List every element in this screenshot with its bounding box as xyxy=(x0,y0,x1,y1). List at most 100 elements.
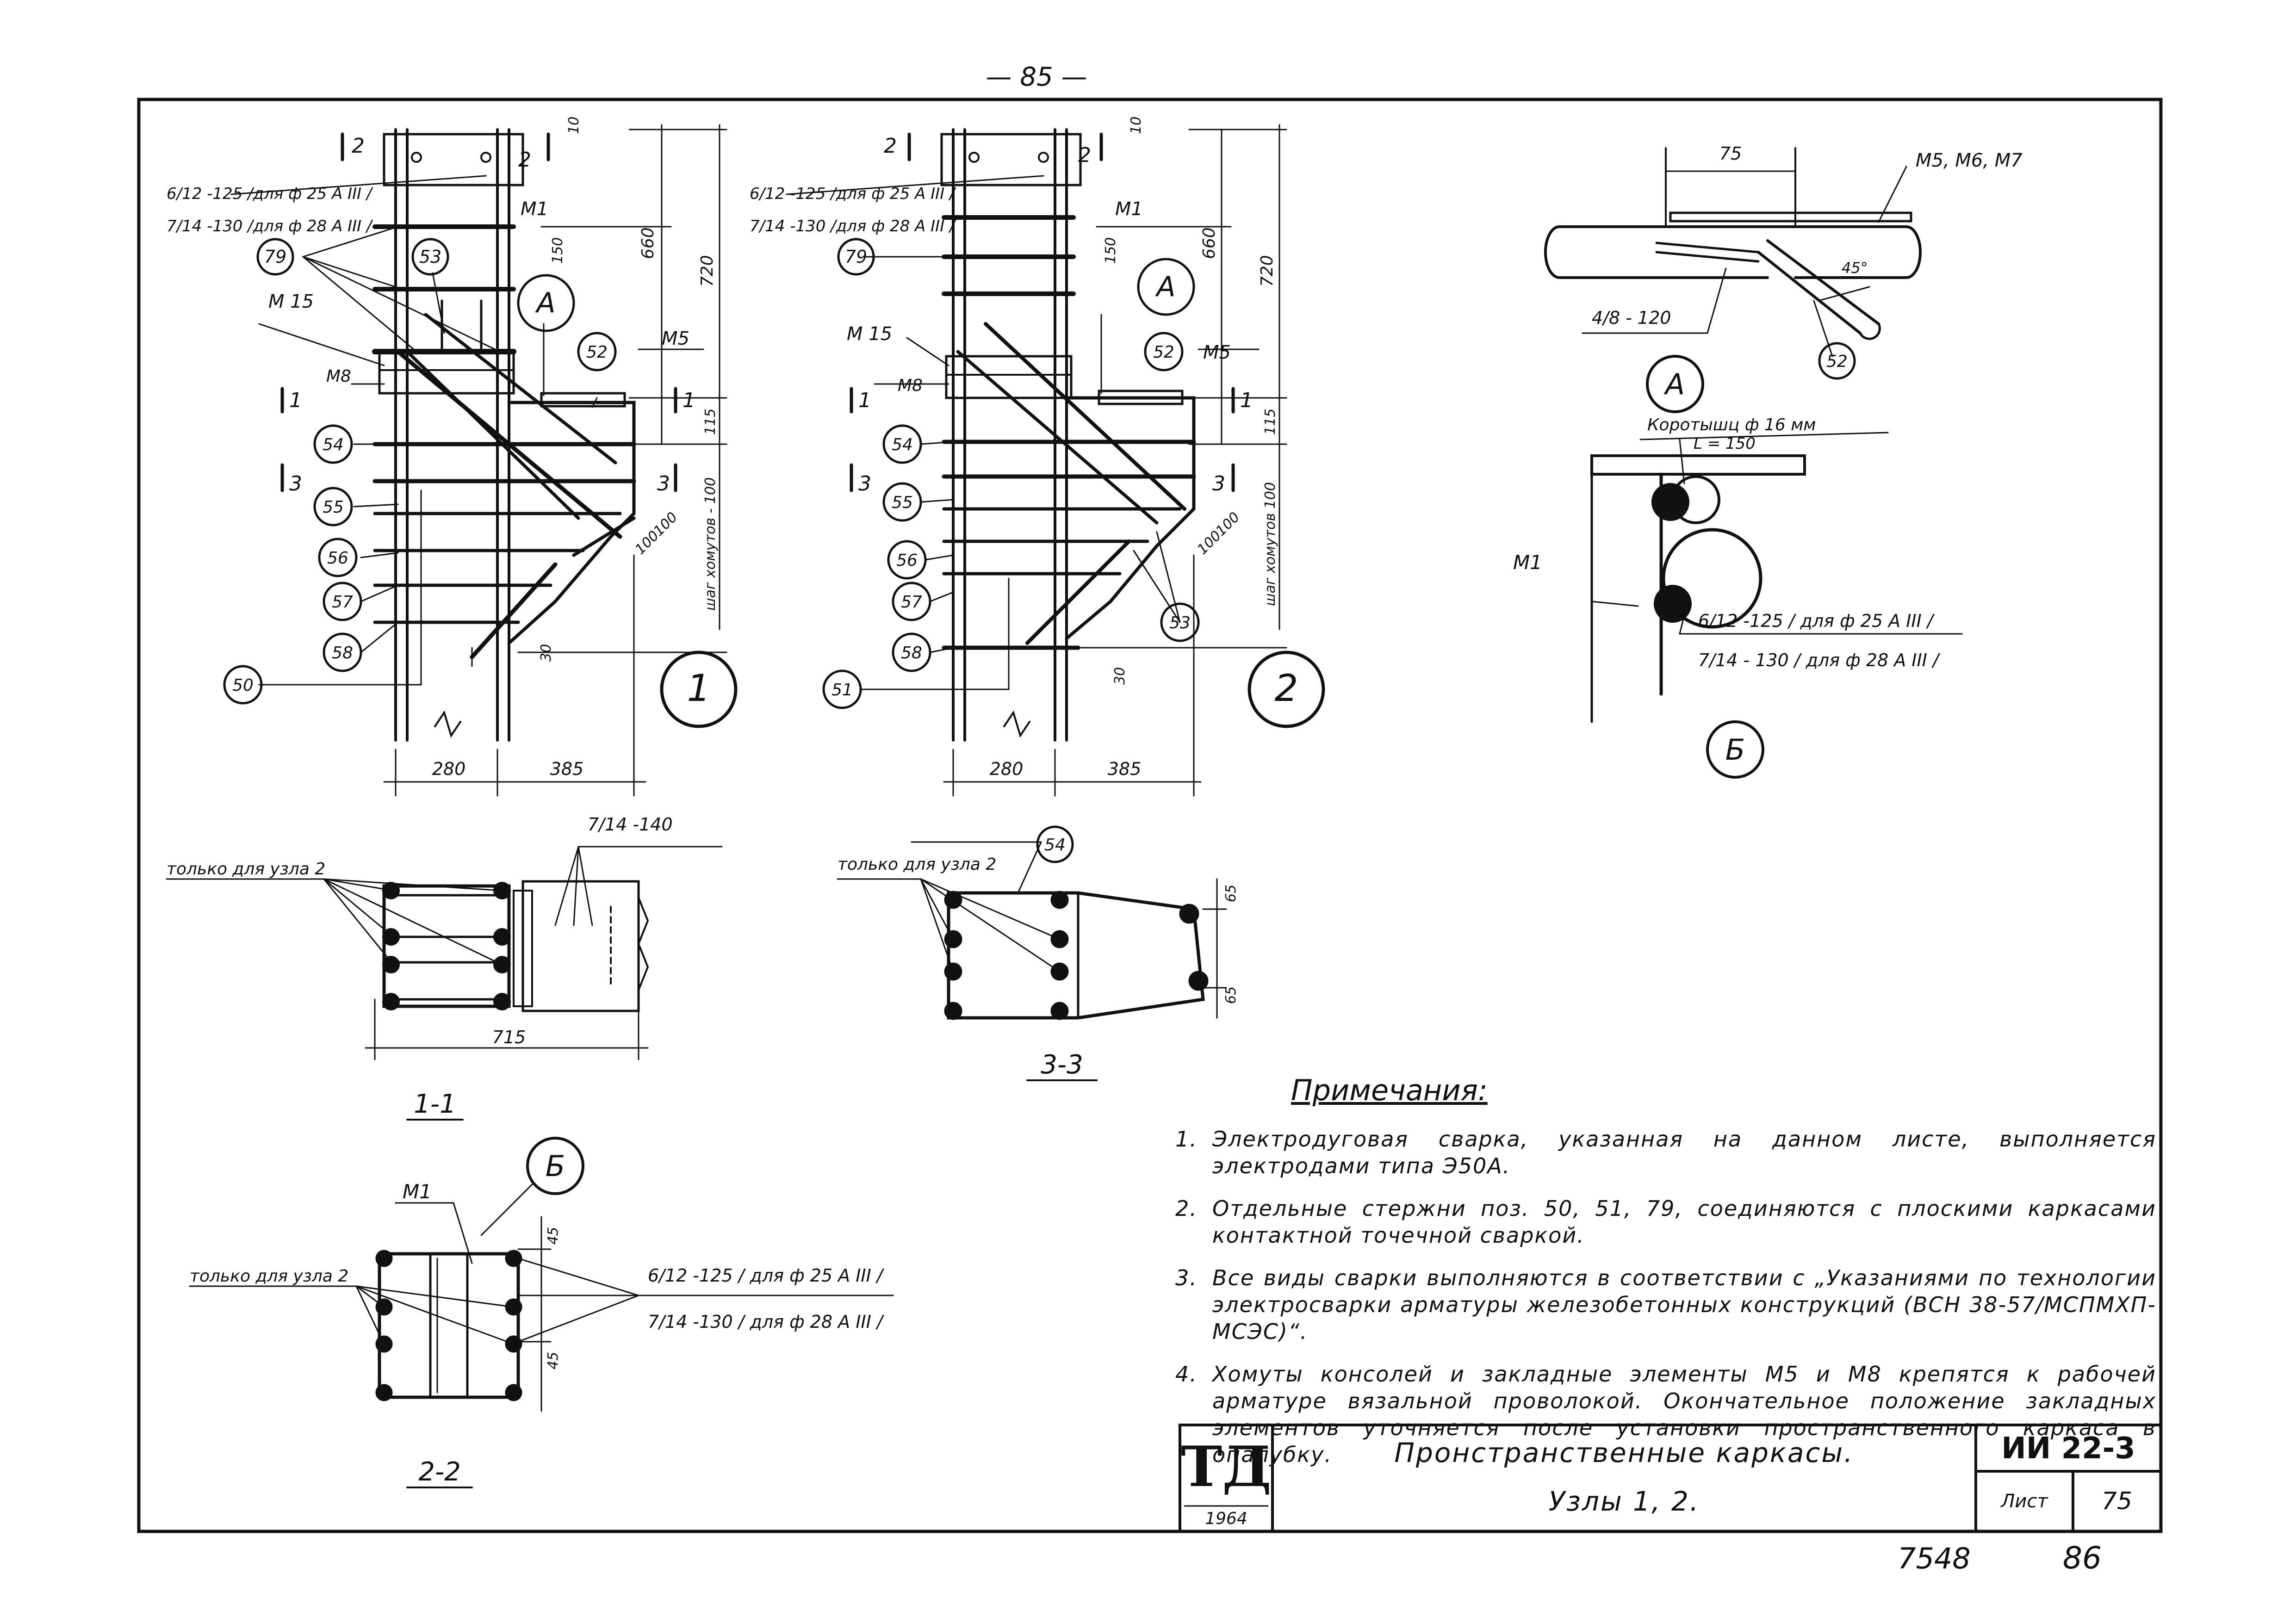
node-2-dim-30: 30 xyxy=(1112,667,1128,685)
node-2-detail-a-mark: A xyxy=(1154,271,1175,303)
node-2-bracket-bottom: 7/14 -130 /для ф 28 А III / xyxy=(750,217,956,235)
node-1-width-385: 385 xyxy=(550,759,584,779)
node-2-pos-51: 51 xyxy=(832,681,853,700)
detail-a-callouts xyxy=(1818,342,1856,380)
node-2-dim-115: 115 xyxy=(1262,409,1278,435)
detail-b-bar-length: L = 150 xyxy=(1694,434,1756,453)
node-1-drawing xyxy=(230,124,727,797)
page-bottom-left-number: 7548 xyxy=(1898,1542,1971,1575)
section-3-3-note: только для узла 2 xyxy=(838,855,996,874)
node-1-bracket-bottom: 7/14 -130 /для ф 28 А III / xyxy=(167,217,373,235)
detail-a-angle: 45° xyxy=(1842,259,1868,277)
title-block-year: 1964 xyxy=(1205,1509,1247,1528)
node-2-width-385: 385 xyxy=(1108,759,1142,779)
detail-b-callouts xyxy=(1646,355,1764,779)
node-2-m15-label: M 15 xyxy=(847,323,892,345)
section-mark-1-right: 1 xyxy=(683,389,695,412)
node-2-section-mark-3-right: 3 xyxy=(1212,472,1225,496)
detail-b-weld-top: 6/12 -125 / для ф 25 А III / xyxy=(1698,611,1935,631)
section-2-2-weld-bottom: 7/14 -130 / для ф 28 А III / xyxy=(648,1312,885,1332)
section-mark-2-left: 2 xyxy=(352,134,365,158)
node-1-step-label: шаг хомутов - 100 xyxy=(702,477,719,611)
section-mark-3-left: 3 xyxy=(289,472,302,496)
node-2-pos-57: 57 xyxy=(901,593,922,612)
node-1-m1-label: M1 xyxy=(521,198,548,220)
node-1-width-280: 280 xyxy=(432,759,466,779)
node-2-callouts xyxy=(822,238,1325,728)
node-1-callouts xyxy=(223,238,738,728)
node-1-m15-label: M 15 xyxy=(268,291,314,312)
note-number: 1. xyxy=(1175,1127,1198,1152)
section-3-3-title: 3-3 xyxy=(1041,1050,1083,1080)
title-block-logo: ТД xyxy=(1181,1434,1272,1499)
section-1-1-width: 715 xyxy=(492,1027,526,1047)
notes-title: Примечания: xyxy=(1291,1073,1488,1107)
title-block-title-line-2: Узлы 1, 2. xyxy=(1548,1486,1700,1517)
node-1-number: 1 xyxy=(687,667,711,710)
section-2-2-m1: M1 xyxy=(403,1180,432,1203)
node-1-dim-10: 10 xyxy=(566,117,582,134)
section-1-1-weld: 7/14 -140 xyxy=(588,814,673,835)
detail-b-bottom-mark: Б xyxy=(1725,733,1745,767)
node-2-number: 2 xyxy=(1275,667,1298,710)
note-text: Отдельные стержни поз. 50, 51, 79, соеди… xyxy=(1212,1196,2156,1248)
sheet-frame xyxy=(137,98,2163,1533)
node-1-pos-54: 54 xyxy=(323,435,344,454)
node-1-section-marks xyxy=(280,132,677,492)
node-1-pos-53: 53 xyxy=(419,247,441,267)
node-2-dim-720: 720 xyxy=(1258,255,1277,287)
node-2-pos-55: 55 xyxy=(892,493,913,512)
section-1-1-drawing xyxy=(166,846,723,1121)
node-2-dim-150: 150 xyxy=(1103,237,1119,264)
node-2-section-mark-1-right: 1 xyxy=(1240,389,1253,412)
node-1-dim-150: 150 xyxy=(550,237,566,264)
note-item: 3. Все виды сварки выполняются в соответ… xyxy=(1175,1264,2156,1345)
node-2-pos-58: 58 xyxy=(901,644,922,663)
note-text: Все виды сварки выполняются в соответств… xyxy=(1212,1265,2156,1344)
node-2-pos-79: 79 xyxy=(845,247,867,267)
node-2-section-mark-2-left: 2 xyxy=(884,134,897,158)
title-block-code: ИИ 22-3 xyxy=(2001,1431,2135,1466)
section-3-3-drawing xyxy=(837,841,1227,1081)
node-2-width-280: 280 xyxy=(990,759,1024,779)
node-2-section-marks xyxy=(850,132,1235,492)
detail-b-top-mark: A xyxy=(1663,367,1685,401)
section-3-3-pos-54: 54 xyxy=(1044,836,1066,855)
node-1-dim-30: 30 xyxy=(538,644,554,662)
node-1-pos-52: 52 xyxy=(586,343,608,362)
title-block-sheet-number: 75 xyxy=(2101,1487,2133,1515)
node-1-m8-label: M8 xyxy=(326,367,351,386)
detail-b-m1: M1 xyxy=(1513,551,1542,574)
note-text: Электродуговая сварка, указанная на данн… xyxy=(1212,1127,2156,1178)
detail-b-drawing xyxy=(1590,432,1963,723)
note-number: 3. xyxy=(1175,1265,1198,1290)
section-3-3-callouts xyxy=(1036,825,1074,863)
node-1-dim-720: 720 xyxy=(698,255,717,287)
node-1-pos-56: 56 xyxy=(327,549,348,568)
note-item: 4. Хомуты консолей и закладные элементы … xyxy=(1175,1361,2156,1468)
node-1-dim-660: 660 xyxy=(639,227,658,259)
section-3-3-dim-1: 65 xyxy=(1223,885,1239,902)
node-2-bracket-top: 6/12 -125 /для ф 25 А III / xyxy=(750,185,956,203)
section-mark-2-right: 2 xyxy=(518,148,531,172)
section-2-2-callouts xyxy=(526,1137,584,1195)
node-1-detail-a-mark: A xyxy=(534,287,555,319)
detail-a-width: 75 xyxy=(1719,143,1742,164)
node-2-pos-54: 54 xyxy=(892,435,913,454)
detail-b-weld-bottom: 7/14 - 130 / для ф 28 А III / xyxy=(1698,650,1941,670)
section-2-2-note: только для узла 2 xyxy=(190,1267,348,1286)
note-text: Хомуты консолей и закладные элементы М5 … xyxy=(1212,1362,2156,1467)
node-2-dim-10: 10 xyxy=(1128,117,1144,134)
note-item: 2. Отдельные стержни поз. 50, 51, 79, со… xyxy=(1175,1195,2156,1249)
node-1-pos-50: 50 xyxy=(232,676,254,695)
node-1-pos-58: 58 xyxy=(332,644,353,663)
section-2-2-weld-top: 6/12 -125 / для ф 25 А III / xyxy=(648,1265,885,1286)
detail-a-weld: 4/8 - 120 xyxy=(1592,308,1671,328)
title-block-title-line-1: Пронстранственные каркасы. xyxy=(1394,1437,1854,1468)
node-1-dim-115: 115 xyxy=(702,409,719,435)
node-1-pos-55: 55 xyxy=(323,498,344,517)
section-mark-3-right: 3 xyxy=(657,472,670,496)
section-1-1-note: только для узла 2 xyxy=(167,860,325,879)
title-block-sheet-label: Лист xyxy=(2001,1491,2048,1512)
section-2-2-mark: Б xyxy=(546,1149,565,1183)
